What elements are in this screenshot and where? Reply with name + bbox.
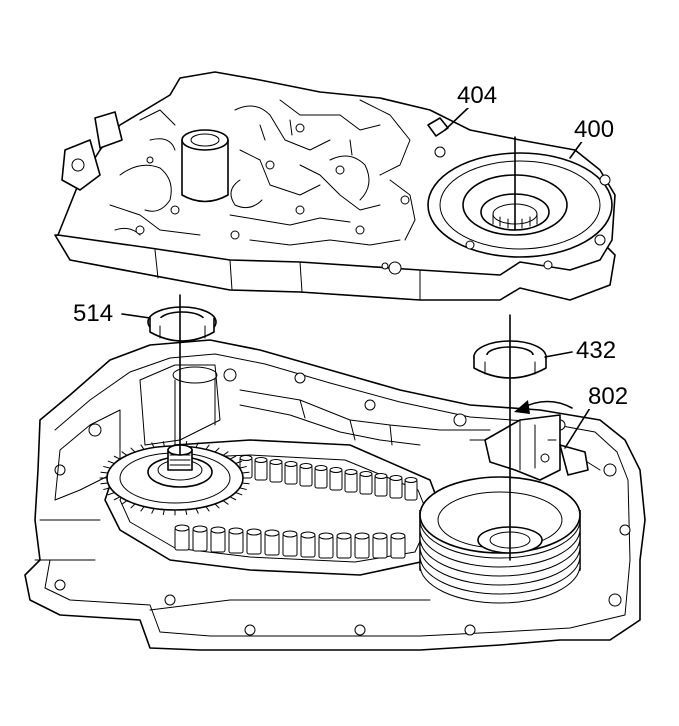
callout-514: 514: [72, 300, 115, 327]
callout-400: 400: [573, 116, 616, 143]
alignment-lines: [179, 136, 516, 561]
callout-432: 432: [575, 337, 618, 364]
callout-404: 404: [456, 82, 499, 109]
valve-body: [54, 71, 616, 301]
drive-sprocket: [99, 440, 251, 516]
clutch-pack: [419, 414, 589, 604]
leader-lines: [121, 107, 591, 449]
callout-802: 802: [587, 383, 630, 410]
rotation-arrow-icon: [514, 400, 573, 414]
snap-ring-514: [147, 306, 217, 342]
